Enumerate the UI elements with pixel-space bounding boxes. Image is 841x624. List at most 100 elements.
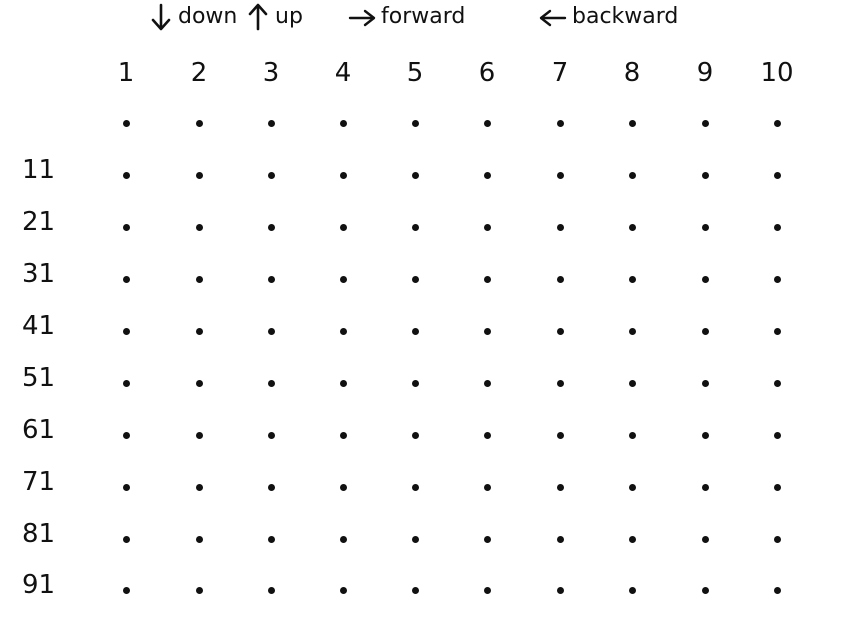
grid-dot xyxy=(628,379,636,387)
grid-dot xyxy=(773,586,781,594)
grid-dot xyxy=(267,223,275,231)
grid-dot xyxy=(339,483,347,491)
grid-dot xyxy=(701,379,709,387)
legend-down: down xyxy=(148,2,237,32)
column-header: 10 xyxy=(760,58,794,88)
grid-dot xyxy=(122,379,130,387)
column-header: 3 xyxy=(262,58,280,88)
grid-dot xyxy=(122,483,130,491)
grid-dot xyxy=(628,171,636,179)
grid-dot xyxy=(773,379,781,387)
grid-dot xyxy=(483,275,491,283)
grid-dot xyxy=(773,223,781,231)
grid-dot xyxy=(483,431,491,439)
grid-dot xyxy=(411,431,419,439)
legend-down-label: down xyxy=(178,4,238,29)
grid-dot xyxy=(701,535,709,543)
grid-dot xyxy=(195,535,203,543)
row-header: 11 xyxy=(22,155,56,185)
grid-dot xyxy=(483,171,491,179)
grid-dot xyxy=(628,275,636,283)
legend-forward: forward xyxy=(347,2,465,32)
grid-dot xyxy=(556,483,564,491)
grid-dot xyxy=(267,327,275,335)
grid-dot xyxy=(267,275,275,283)
arrow-left-icon xyxy=(539,9,567,27)
grid-dot xyxy=(556,535,564,543)
grid-dot xyxy=(411,223,419,231)
grid-dot xyxy=(122,535,130,543)
grid-dot xyxy=(556,171,564,179)
row-header: 31 xyxy=(22,259,56,289)
grid-dot xyxy=(267,431,275,439)
grid-dot xyxy=(628,483,636,491)
grid-dot xyxy=(339,535,347,543)
grid-dot xyxy=(195,431,203,439)
grid-dot xyxy=(122,171,130,179)
grid-dot xyxy=(411,586,419,594)
grid-dot xyxy=(628,327,636,335)
grid-dot xyxy=(339,327,347,335)
grid-dot xyxy=(556,379,564,387)
grid-dot xyxy=(122,327,130,335)
row-header: 71 xyxy=(22,467,56,497)
grid-dot xyxy=(483,327,491,335)
column-header: 2 xyxy=(190,58,208,88)
grid-dot xyxy=(339,119,347,127)
legend-forward-label: forward xyxy=(381,4,466,29)
grid-dot xyxy=(628,535,636,543)
grid-dot xyxy=(267,483,275,491)
grid-dot xyxy=(195,379,203,387)
grid-dot xyxy=(339,379,347,387)
grid-dot xyxy=(701,327,709,335)
grid-dot xyxy=(122,431,130,439)
column-header: 4 xyxy=(334,58,352,88)
grid-dot xyxy=(122,119,130,127)
column-header: 8 xyxy=(623,58,641,88)
grid-dot xyxy=(773,171,781,179)
grid-dot xyxy=(267,535,275,543)
grid-dot xyxy=(773,535,781,543)
legend-backward-label: backward xyxy=(572,4,679,29)
grid-dot xyxy=(701,171,709,179)
grid-dot xyxy=(411,119,419,127)
row-header: 21 xyxy=(22,207,56,237)
grid-dot xyxy=(411,379,419,387)
grid-dot xyxy=(556,327,564,335)
grid-dot xyxy=(411,171,419,179)
legend-up: up xyxy=(245,2,303,32)
grid-dot xyxy=(628,119,636,127)
grid-dot xyxy=(267,586,275,594)
arrow-down-icon xyxy=(151,3,171,31)
grid-dot xyxy=(195,483,203,491)
grid-dot xyxy=(195,119,203,127)
arrow-up-icon xyxy=(248,3,268,31)
grid-dot xyxy=(628,586,636,594)
grid-dot xyxy=(628,431,636,439)
grid-dot xyxy=(701,275,709,283)
column-header: 7 xyxy=(551,58,569,88)
row-header: 81 xyxy=(22,519,56,549)
grid-dot xyxy=(701,223,709,231)
column-header: 6 xyxy=(478,58,496,88)
grid-dot xyxy=(701,431,709,439)
grid-dot xyxy=(701,119,709,127)
grid-dot xyxy=(773,275,781,283)
grid-dot xyxy=(773,119,781,127)
grid-dot xyxy=(773,431,781,439)
grid-dot xyxy=(483,586,491,594)
grid-dot xyxy=(195,223,203,231)
grid-dot xyxy=(556,586,564,594)
grid-dot xyxy=(411,483,419,491)
grid-dot xyxy=(339,171,347,179)
direction-legend: down up forward backward xyxy=(0,0,841,40)
grid-dot xyxy=(339,275,347,283)
grid-dot xyxy=(122,223,130,231)
grid-dot xyxy=(411,275,419,283)
grid-dot xyxy=(556,223,564,231)
grid-dot xyxy=(556,119,564,127)
legend-backward: backward xyxy=(538,2,678,32)
grid-dot xyxy=(195,327,203,335)
grid-dot xyxy=(122,586,130,594)
grid-dot xyxy=(195,171,203,179)
